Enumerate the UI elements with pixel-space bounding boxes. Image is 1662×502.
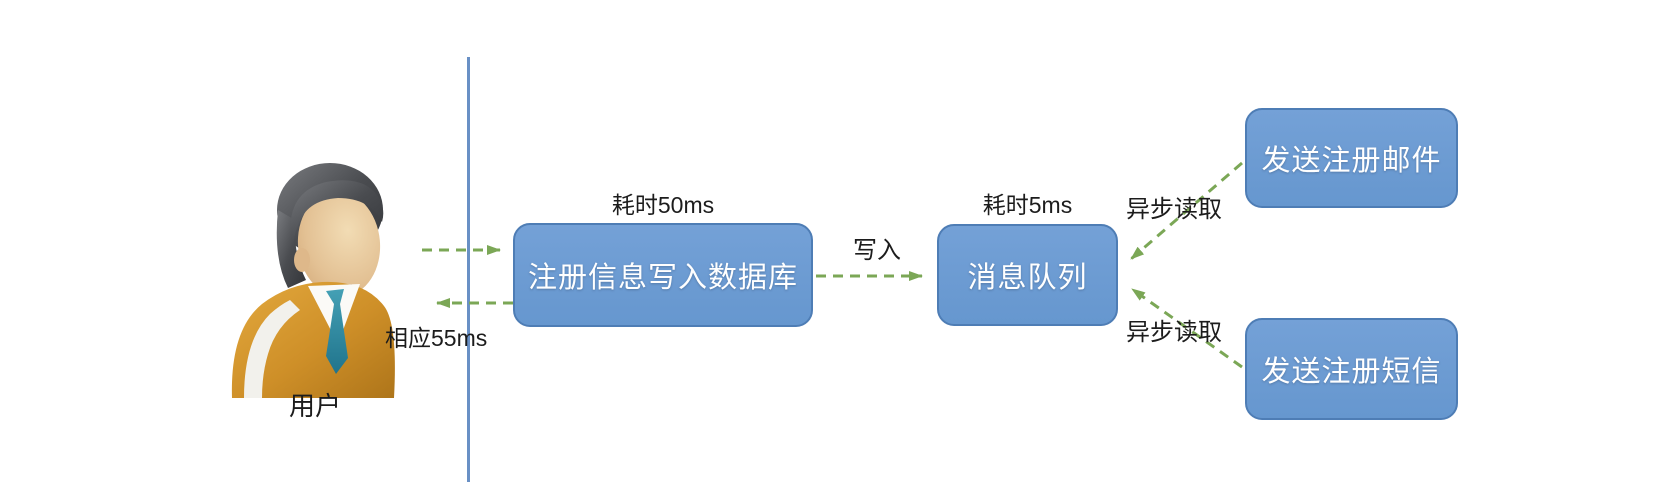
node-database: 注册信息写入数据库 <box>513 223 813 327</box>
write-edge-label: 写入 <box>853 237 901 264</box>
user-jacket <box>231 281 395 398</box>
async-read-top-label: 异步读取 <box>1126 196 1222 223</box>
node-send-sms: 发送注册短信 <box>1245 318 1458 420</box>
user-label: 用户 <box>288 391 341 421</box>
user-fringe <box>290 180 384 248</box>
mq-time-label: 耗时5ms <box>982 192 1073 218</box>
user-jacket-trim <box>244 300 300 398</box>
node-send-email: 发送注册邮件 <box>1245 108 1458 208</box>
node-message-queue: 消息队列 <box>937 224 1118 326</box>
user-icon <box>231 163 395 398</box>
async-read-bottom-label: 异步读取 <box>1126 319 1222 346</box>
user-ear <box>294 248 310 272</box>
user-tie <box>326 289 348 374</box>
response-time-label: 相应55ms <box>385 325 488 351</box>
arrow-email-to-queue <box>1130 161 1243 261</box>
arrow-sms-to-queue <box>1131 287 1243 369</box>
user-face <box>297 191 381 297</box>
db-time-label: 耗时50ms <box>611 192 715 218</box>
